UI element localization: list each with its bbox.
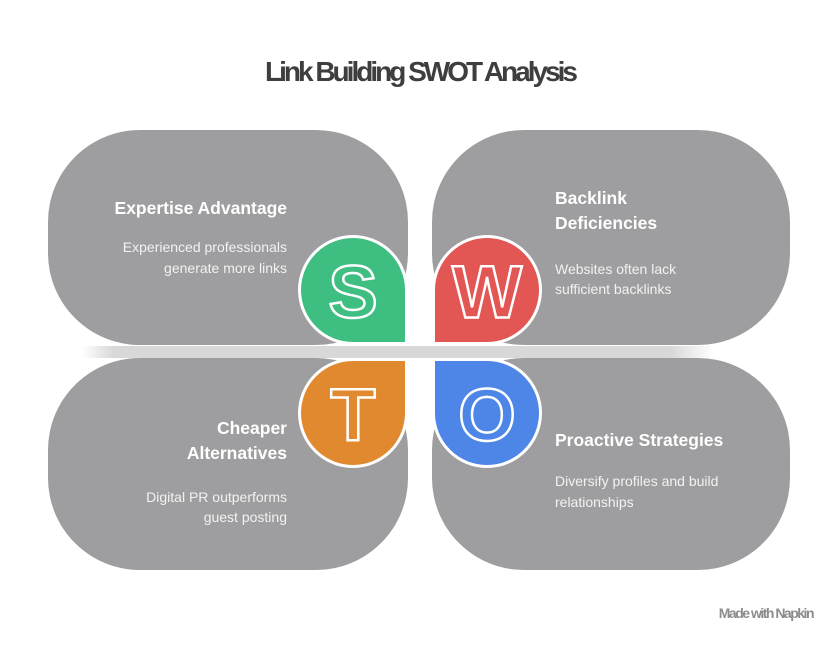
opportunities-letter-icon: O: [457, 372, 517, 458]
quadrant-card-strengths: Expertise Advantage Experienced professi…: [48, 130, 408, 345]
weaknesses-heading: Backlink Deficiencies: [555, 188, 658, 234]
strengths-badge: S: [298, 235, 408, 345]
weaknesses-badge: W: [432, 235, 542, 345]
weaknesses-text: Backlink Deficiencies Websites often lac…: [555, 186, 735, 299]
quadrant-card-weaknesses: Backlink Deficiencies Websites often lac…: [432, 130, 790, 345]
divider-band: [82, 346, 714, 358]
quadrant-card-opportunities: Proactive Strategies Diversify profiles …: [432, 358, 790, 570]
opportunities-badge: O: [432, 358, 542, 468]
strengths-text: Expertise Advantage Experienced professi…: [87, 196, 287, 278]
strengths-letter: S: [328, 251, 377, 334]
page-title: Link Building SWOT Analysis: [265, 56, 578, 87]
strengths-heading: Expertise Advantage: [114, 198, 287, 218]
opportunities-body: Diversify profiles and build relationshi…: [555, 473, 719, 510]
threats-badge: T: [298, 358, 408, 468]
weaknesses-letter-icon: W: [451, 249, 524, 335]
weaknesses-body: Websites often lack sufficient backlinks: [555, 260, 677, 298]
opportunities-letter: O: [458, 374, 516, 457]
threats-text: Cheaper Alternatives Digital PR outperfo…: [122, 416, 287, 527]
threats-heading: Cheaper Alternatives: [186, 418, 287, 464]
threats-letter-icon: T: [329, 372, 377, 458]
strengths-letter-icon: S: [327, 249, 379, 335]
weaknesses-letter: W: [452, 251, 522, 334]
opportunities-text: Proactive Strategies Diversify profiles …: [555, 428, 760, 512]
strengths-body: Experienced professionals generate more …: [122, 239, 287, 276]
opportunities-heading: Proactive Strategies: [555, 430, 724, 450]
threats-letter: T: [330, 374, 375, 457]
threats-body: Digital PR outperforms guest posting: [146, 488, 287, 526]
watermark: Made with Napkin: [718, 605, 815, 621]
quadrant-card-threats: Cheaper Alternatives Digital PR outperfo…: [48, 358, 408, 570]
